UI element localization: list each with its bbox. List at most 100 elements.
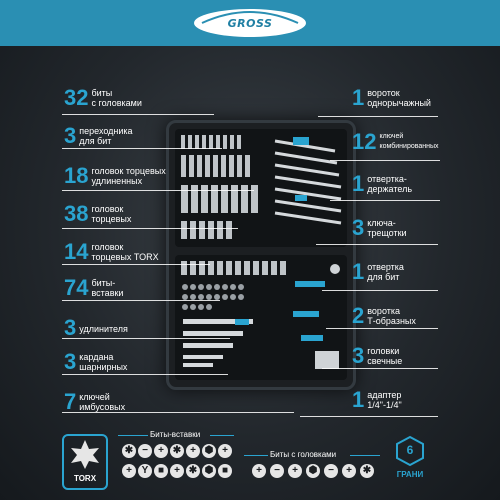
item-text: головок торцевых удлиненных [91, 166, 166, 186]
logo-emblem-icon [194, 9, 306, 37]
hexagon-icon [396, 435, 424, 467]
plus-icon: + [122, 464, 136, 478]
leader-line [300, 416, 438, 417]
star-icon: ✱ [186, 464, 200, 478]
item-text: отвертка для бит [367, 262, 404, 282]
slot-icon: − [270, 464, 284, 478]
item-text: удлинителя [79, 324, 128, 334]
leader-line [62, 114, 214, 115]
leader-line [316, 244, 438, 245]
item-bit-adapters: 3 переходника для бит [64, 123, 133, 148]
item-ratchets: 3 ключа- трещотки [352, 215, 407, 240]
gross-logo: GROSS [192, 7, 308, 39]
leader-line [326, 328, 438, 329]
divider [118, 435, 148, 436]
item-universal-joints: 3 кардана шарнирных [64, 349, 128, 374]
item-count: 7 [64, 389, 77, 414]
item-adapter: 1 адаптер 1/4"-1/4" [352, 387, 402, 412]
divider [350, 455, 380, 456]
leader-line [62, 190, 254, 191]
divider [244, 455, 268, 456]
item-count: 38 [64, 201, 89, 226]
case-top-tools-icon [181, 135, 342, 239]
square-icon: ■ [218, 464, 232, 478]
six-point-badge: 6 ГРАНИ [390, 434, 430, 490]
hex-icon: ⬢ [202, 464, 216, 478]
item-combination-wrenches: 12 ключей комбинированных [352, 129, 439, 154]
grani-label: ГРАНИ [396, 470, 424, 479]
leader-line [322, 290, 438, 291]
item-screwdriver-holder: 1 отвертка- держатель [352, 171, 413, 196]
item-sockets: 38 головок торцевых [64, 201, 132, 226]
leader-line [62, 228, 238, 229]
item-count: 1 [352, 259, 365, 284]
item-count: 74 [64, 275, 89, 300]
case-bottom-tools-icon [181, 261, 340, 369]
item-hex-keys: 7 ключей имбусовых [64, 389, 125, 414]
item-text: адаптер 1/4"-1/4" [367, 390, 402, 410]
hex-icon: ⬢ [306, 464, 320, 478]
item-count: 3 [64, 315, 77, 340]
item-count: 14 [64, 239, 89, 264]
item-t-handles: 2 воротка Т-образных [352, 303, 416, 328]
leader-line [322, 368, 438, 369]
leader-line [62, 148, 222, 149]
item-count: 2 [352, 303, 365, 328]
divider [210, 435, 234, 436]
item-text: переходника для бит [79, 126, 133, 146]
leader-line [318, 116, 438, 117]
item-count: 3 [352, 215, 365, 240]
leader-line [62, 374, 228, 375]
plus-icon: + [186, 444, 200, 458]
item-count: 1 [352, 171, 365, 196]
slot-icon: − [324, 464, 338, 478]
torx-label: TORX [73, 474, 97, 483]
item-text: кардана шарнирных [79, 352, 128, 372]
plus-icon: + [252, 464, 266, 478]
item-count: 32 [64, 85, 89, 110]
leader-line [62, 264, 210, 265]
item-text: отвертка- держатель [367, 174, 413, 194]
item-text: вороток однорычажный [367, 88, 431, 108]
item-text: ключа- трещотки [367, 218, 407, 238]
item-text: биты- вставки [91, 278, 124, 298]
slot-icon: − [138, 444, 152, 458]
item-bits-with-heads: 32 биты с головками [64, 85, 142, 110]
tri-wing-icon: Y [138, 464, 152, 478]
bit-legend: TORX Биты-вставки ✱ − + ✱ + ⬢ + + Y ■ + … [0, 424, 500, 500]
plus-icon: + [170, 464, 184, 478]
head-bits-title: Биты с головками [270, 450, 337, 459]
item-torx-sockets: 14 головок торцевых TORX [64, 239, 159, 264]
item-text: головок торцевых TORX [91, 242, 159, 262]
item-bit-screwdriver: 1 отвертка для бит [352, 259, 404, 284]
leader-line [330, 200, 440, 201]
item-extensions: 3 удлинителя [64, 315, 128, 340]
item-count: 18 [64, 163, 89, 188]
grani-number: 6 [406, 443, 414, 457]
case-bottom-tray [175, 255, 347, 380]
torx-badge: TORX [62, 434, 108, 490]
brand-header: GROSS [0, 0, 500, 46]
plus-icon: + [154, 444, 168, 458]
item-count: 3 [352, 343, 365, 368]
torx-star-icon [71, 440, 99, 469]
plus-icon: + [288, 464, 302, 478]
square-icon: ■ [154, 464, 168, 478]
case-top-tray [175, 129, 347, 247]
insert-bits-title: Биты-вставки [150, 430, 201, 439]
item-insert-bits: 74 биты- вставки [64, 275, 124, 300]
item-text: головок торцевых [91, 204, 132, 224]
leader-line [330, 160, 440, 161]
item-count: 1 [352, 387, 365, 412]
item-text: головки свечные [367, 346, 403, 366]
plus-icon: + [342, 464, 356, 478]
star-icon: ✱ [360, 464, 374, 478]
leader-line [62, 338, 230, 339]
item-breaker-bar: 1 вороток однорычажный [352, 87, 431, 109]
leader-line [62, 412, 294, 413]
item-count: 3 [64, 349, 77, 374]
item-count: 12 [352, 129, 377, 154]
plus-icon: + [218, 444, 232, 458]
item-count: 3 [64, 123, 77, 148]
item-text: ключей комбинированных [379, 133, 439, 150]
